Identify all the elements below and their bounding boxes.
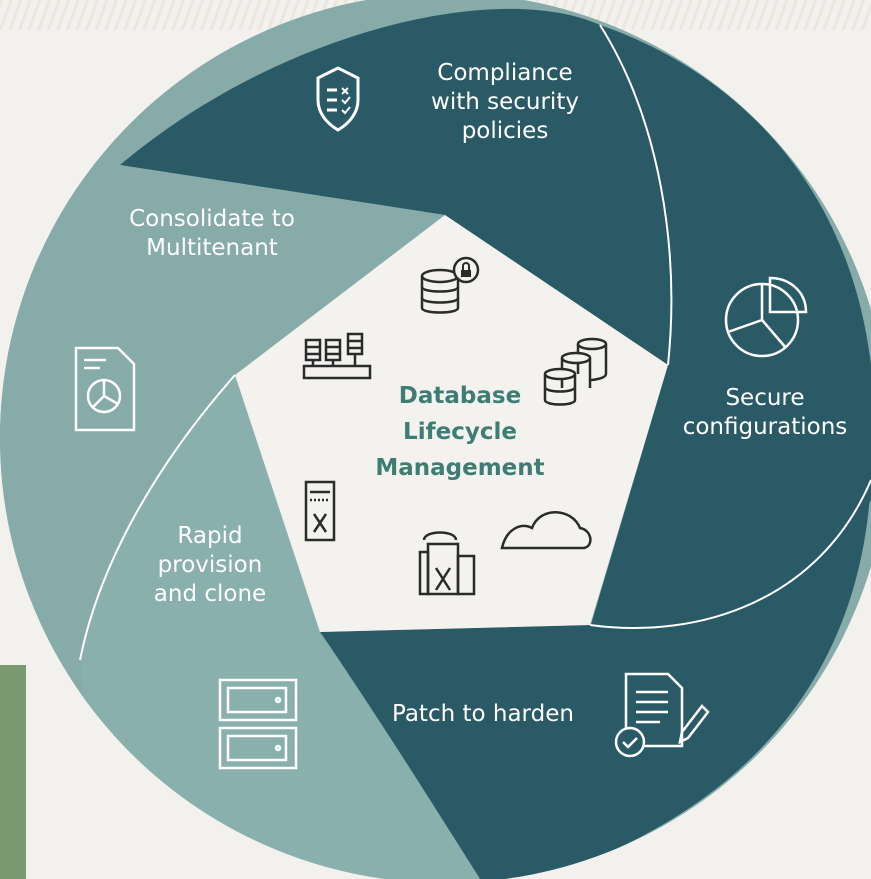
center-title-line: Management xyxy=(375,455,545,481)
label-line: Multitenant xyxy=(146,235,278,261)
server-x-icon xyxy=(304,480,336,542)
label-line: Consolidate to xyxy=(129,206,295,232)
center-pentagon xyxy=(235,215,668,632)
label-consolidate: Consolidate to Multitenant xyxy=(98,205,326,263)
label-secure: Secure configurations xyxy=(665,384,865,442)
center-title-line: Database xyxy=(398,383,522,409)
shield-checklist-icon xyxy=(316,66,360,132)
pie-chart-icon xyxy=(724,276,808,358)
divider-line xyxy=(589,479,871,629)
segment-secure xyxy=(590,25,871,631)
cloud-icon xyxy=(500,511,592,550)
center-title: Database Lifecycle Management xyxy=(360,378,560,486)
label-line: Patch to harden xyxy=(392,701,574,727)
segment-patch xyxy=(320,480,871,879)
label-line: Secure xyxy=(725,385,805,411)
database-lock-icon xyxy=(420,256,480,314)
divider-line xyxy=(599,24,673,366)
label-line: provision xyxy=(157,552,263,578)
label-line: with security xyxy=(431,89,579,115)
segment-compliance xyxy=(120,8,672,365)
label-line: Rapid xyxy=(177,523,243,549)
label-line: policies xyxy=(461,118,549,144)
report-chart-icon xyxy=(74,346,136,432)
divider-line xyxy=(79,374,236,661)
server-rack-icon xyxy=(218,678,298,770)
label-provision: Rapid provision and clone xyxy=(140,522,280,609)
document-pen-icon xyxy=(614,672,710,758)
center-title-line: Lifecycle xyxy=(403,419,517,445)
database-network-icon xyxy=(302,332,372,380)
label-line: and clone xyxy=(153,581,267,607)
label-line: Compliance xyxy=(437,60,573,86)
building-x-icon xyxy=(418,531,476,596)
label-patch: Patch to harden xyxy=(392,700,622,729)
side-accent-bar xyxy=(0,665,26,879)
segment-provision xyxy=(80,375,480,879)
label-line: configurations xyxy=(682,414,848,440)
segment-consolidate xyxy=(0,165,445,660)
label-compliance: Compliance with security policies xyxy=(410,59,600,146)
database-stack-icon xyxy=(543,337,608,406)
